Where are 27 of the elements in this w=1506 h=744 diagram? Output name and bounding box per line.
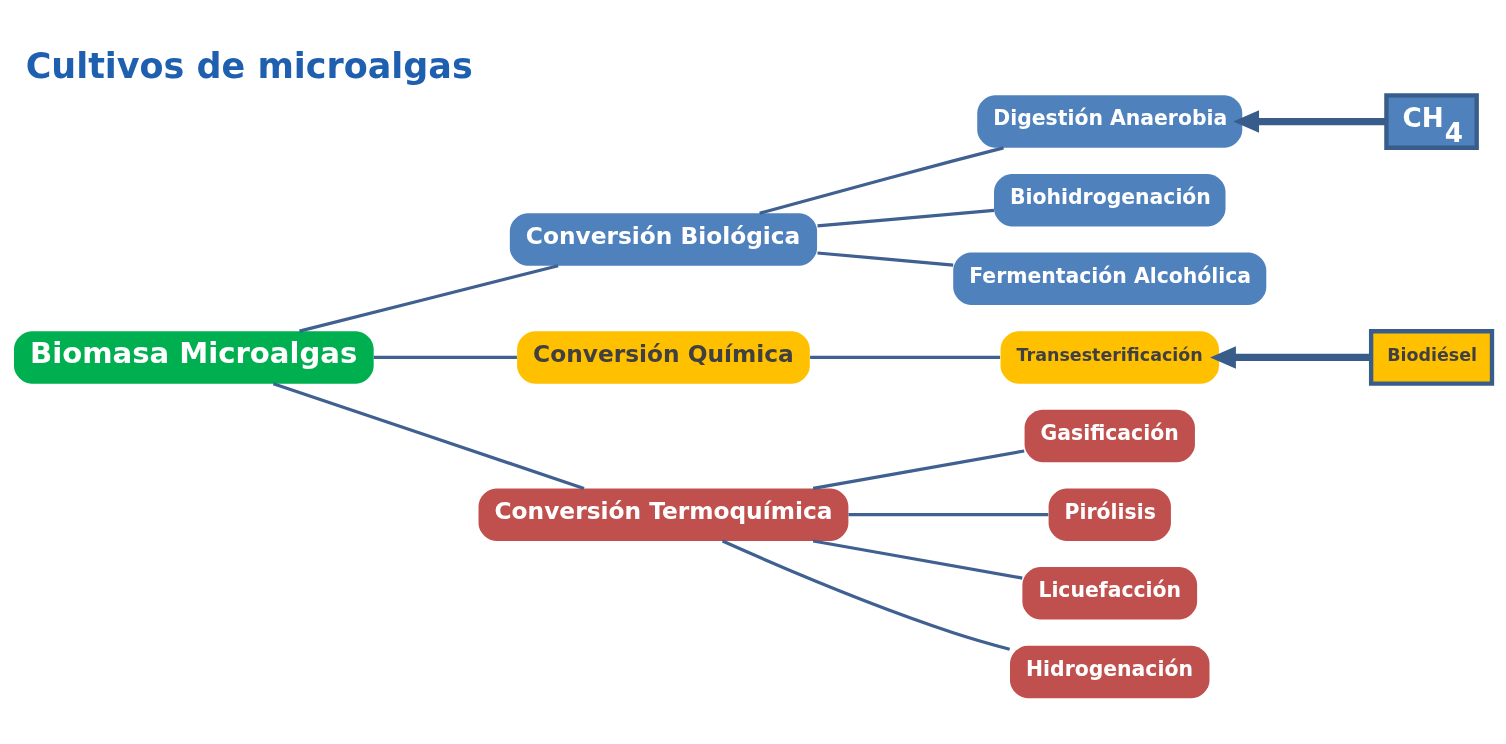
node-box: Hidrogenación bbox=[1010, 645, 1210, 699]
node-box: Conversión Química bbox=[517, 331, 810, 384]
node-box: Biodiésel bbox=[1368, 329, 1495, 386]
node-box: Biohidrogenación bbox=[994, 173, 1226, 227]
node-box: Digestión Anaerobia bbox=[977, 95, 1243, 148]
connector bbox=[812, 539, 1023, 580]
connector bbox=[817, 208, 995, 228]
diagram-title: Cultivos de microalgas bbox=[25, 46, 473, 87]
connector bbox=[812, 449, 1025, 490]
node-box: Pirólisis bbox=[1048, 488, 1171, 541]
connector bbox=[272, 382, 585, 490]
arrow bbox=[1233, 110, 1387, 133]
arrow bbox=[1210, 346, 1372, 369]
connector bbox=[721, 539, 1011, 651]
connector bbox=[373, 355, 517, 360]
node-box: Gasificación bbox=[1024, 409, 1195, 463]
node-box: Conversión Termoquímica bbox=[478, 488, 849, 541]
connector bbox=[759, 146, 1004, 215]
node-box: Conversión Biológica bbox=[509, 213, 818, 266]
node-box: Biomasa Microalgas bbox=[14, 331, 374, 384]
connector bbox=[299, 264, 559, 333]
node-box: Fermentación Alcohólica bbox=[953, 252, 1267, 305]
connector bbox=[817, 251, 954, 267]
connector bbox=[810, 355, 1001, 360]
connector bbox=[848, 513, 1049, 517]
node-box: Licuefacción bbox=[1022, 567, 1198, 620]
node-box: Transesterificación bbox=[1000, 331, 1219, 384]
